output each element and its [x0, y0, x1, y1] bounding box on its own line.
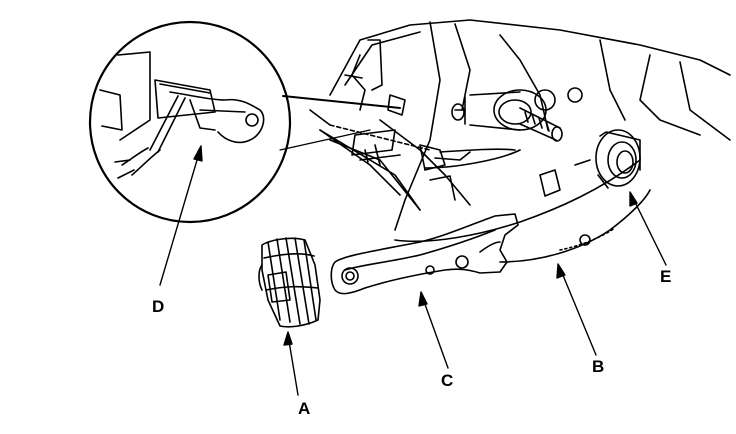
release-bearing [595, 129, 641, 189]
release-fork [330, 213, 519, 295]
detail-inset [88, 20, 401, 224]
label-d: D [152, 297, 165, 316]
label-e: E [660, 267, 672, 286]
label-b: B [592, 357, 605, 376]
dust-boot [258, 237, 321, 328]
label-a: A [298, 399, 311, 418]
transmission-housing [309, 19, 731, 275]
leader-arrows [159, 145, 667, 396]
label-c: C [441, 371, 454, 390]
